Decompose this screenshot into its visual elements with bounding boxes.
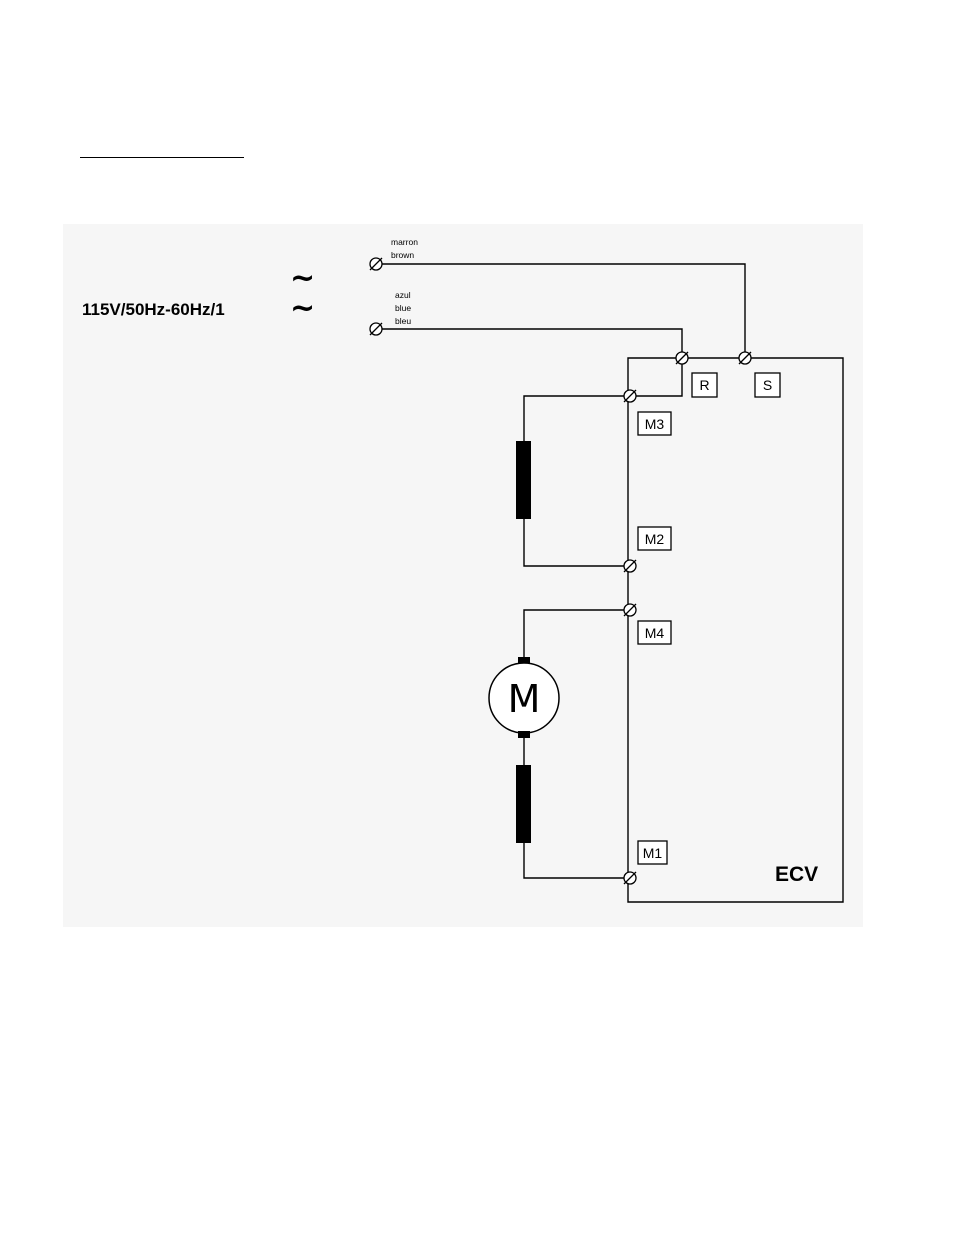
wire-label-brown: brown — [391, 250, 414, 260]
brown-wire — [376, 264, 745, 358]
blue-wire — [376, 329, 682, 358]
terminal-m4-label: M4 — [645, 625, 665, 641]
series-winding-coil — [516, 765, 531, 843]
motor-wire-top — [524, 610, 630, 660]
field-winding-coil — [516, 441, 531, 519]
terminal-m1-screw — [624, 872, 636, 884]
r-to-m3-link — [630, 358, 682, 396]
tilde-symbol-2: ~ — [290, 291, 315, 326]
wire-label-azul: azul — [395, 290, 411, 300]
input-terminal-brown — [370, 258, 382, 270]
motor-wire-bottom — [524, 738, 630, 878]
wire-label-bleu: bleu — [395, 316, 411, 326]
input-terminal-blue — [370, 323, 382, 335]
terminal-m2-screw — [624, 560, 636, 572]
terminal-m3-label: M3 — [645, 416, 665, 432]
terminal-r-label: R — [699, 377, 709, 393]
terminal-m4-screw — [624, 604, 636, 616]
ecv-label: ECV — [775, 863, 818, 886]
supply-voltage-label: 115V/50Hz-60Hz/1 — [82, 300, 225, 319]
terminal-r-screw — [676, 352, 688, 364]
wire-label-blue: blue — [395, 303, 411, 313]
terminal-m3-screw — [624, 390, 636, 402]
motor-brush-bottom — [518, 731, 530, 738]
motor-letter: M — [508, 677, 541, 721]
terminal-s-screw — [739, 352, 751, 364]
field-winding-wire — [524, 396, 630, 566]
terminal-s-label: S — [763, 377, 772, 393]
terminal-m2-label: M2 — [645, 531, 665, 547]
wire-label-marron: marron — [391, 237, 418, 247]
terminal-m1-label: M1 — [643, 845, 663, 861]
